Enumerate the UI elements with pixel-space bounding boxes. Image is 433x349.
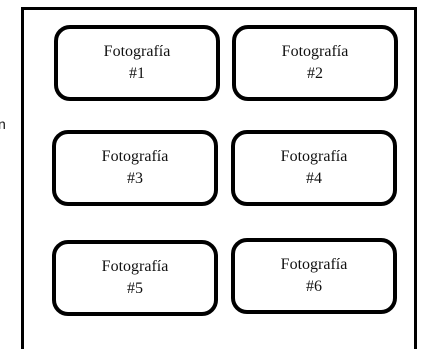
photo-label: Fotografía (281, 43, 349, 60)
photo-placeholder-6: Fotografía #6 (231, 238, 397, 314)
photo-label: Fotografía (280, 148, 348, 165)
photo-placeholder-1: Fotografía #1 (54, 25, 220, 101)
photo-number: #1 (129, 65, 145, 82)
cropped-side-text: n (0, 116, 6, 132)
photo-label: Fotografía (101, 258, 169, 275)
photo-placeholder-2: Fotografía #2 (232, 25, 398, 101)
photo-number: #3 (127, 170, 143, 187)
photo-number: #2 (307, 65, 323, 82)
photo-placeholder-3: Fotografía #3 (52, 130, 218, 206)
photo-placeholder-4: Fotografía #4 (231, 130, 397, 206)
photo-number: #5 (127, 280, 143, 297)
photo-label: Fotografía (101, 148, 169, 165)
photo-label: Fotografía (280, 256, 348, 273)
photo-label: Fotografía (103, 43, 171, 60)
photo-number: #4 (306, 170, 322, 187)
photo-grid-frame (21, 7, 417, 349)
photo-number: #6 (306, 278, 322, 295)
photo-placeholder-5: Fotografía #5 (52, 240, 218, 316)
